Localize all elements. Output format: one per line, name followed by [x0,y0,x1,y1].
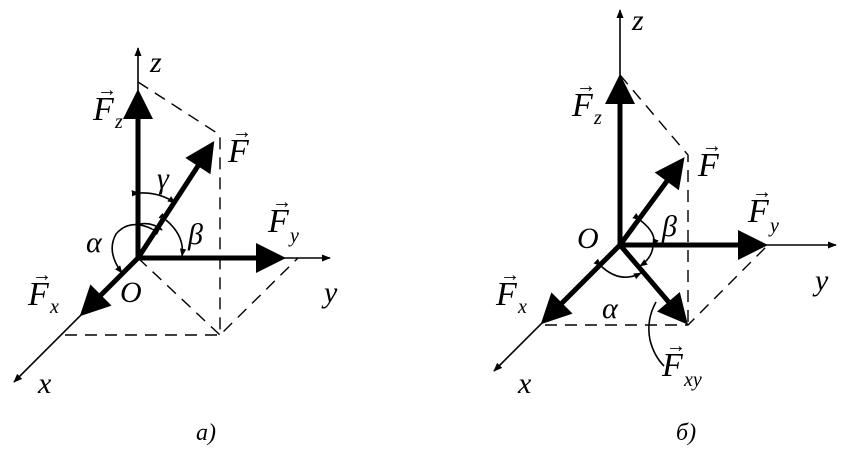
panel-b-y-label: y [812,264,829,297]
panel-a-angle-alpha-arc [111,223,160,274]
panel-b-z-label: z [631,4,644,37]
svg-text:y: y [768,215,779,237]
panel-a-gamma-label: γ [157,162,170,195]
svg-text:y: y [288,225,299,247]
vector-arrow-icon: → [500,264,520,286]
svg-text:F: F [661,347,684,384]
panel-a-force-z-label: F z → [92,79,123,133]
panel-b-force-label: F → [697,135,722,184]
svg-text:xy: xy [683,369,702,391]
panel-b-force-x-label: F x → [495,264,527,318]
vector-arrow-icon: → [702,135,722,157]
panel-a-caption: а) [196,420,216,446]
svg-text:F: F [92,91,115,128]
panel-a-z-label: z [149,46,162,79]
panel-b-force-z-label: F z → [571,75,602,129]
panel-a-angle-gamma-inner-arc [139,222,163,231]
svg-text:F: F [571,87,594,124]
panel-b-force-x-vector [540,242,623,325]
svg-text:x: x [517,296,527,318]
svg-text:z: z [114,111,123,133]
panel-a-force-label: F → [227,121,252,170]
panel-a-angle-beta-arc [158,212,187,257]
svg-text:F: F [27,276,50,313]
panel-b: z y x O F z → F → F y → F x → F xy → α β [493,4,837,446]
panel-b-force-y-label: F y → [747,181,779,237]
panel-a-origin-label: O [120,276,142,309]
panel-a-dashed-box [65,81,299,336]
panel-b-origin-label: O [577,222,599,255]
panel-b-force-xy-vector [617,242,688,325]
panel-b-angle-alpha-arc [593,258,642,280]
svg-text:F: F [747,193,770,230]
panel-b-beta-label: β [661,210,677,243]
vector-arrow-icon: → [32,264,52,286]
panel-b-fxy-leader [648,301,665,367]
svg-text:F: F [227,133,250,170]
svg-text:F: F [267,203,290,240]
panel-b-alpha-label: α [602,292,619,325]
vector-arrow-icon: → [232,121,252,143]
panel-b-x-label: x [517,367,532,400]
panel-a-y-label: y [321,276,338,309]
panel-b-caption: б) [676,420,696,446]
panel-a-alpha-label: α [86,226,103,259]
panel-a-x-label: x [37,367,52,400]
panel-b-force-vector [617,157,685,248]
panel-b-force-xy-label: F xy → [661,335,702,391]
panel-a-force-y-label: F y → [267,191,299,247]
vector-arrow-icon: → [576,75,596,97]
panel-b-angle-beta-lower-arc [639,245,654,267]
panel-a-force-x-label: F x → [27,264,59,318]
vector-arrow-icon: → [666,335,686,357]
svg-text:x: x [49,296,59,318]
svg-text:z: z [593,107,602,129]
panel-b-angle-beta-arc [632,213,659,247]
vector-arrow-icon: → [272,191,292,213]
svg-text:F: F [697,147,720,184]
panel-a-beta-label: β [187,218,203,251]
vector-arrow-icon: → [752,181,772,203]
panel-a: z y x O F z → F → F y → F x → α β γ а) [13,46,338,446]
svg-text:F: F [495,276,518,313]
panel-a-angle-gamma-arc [131,190,176,204]
vector-arrow-icon: → [97,79,117,101]
